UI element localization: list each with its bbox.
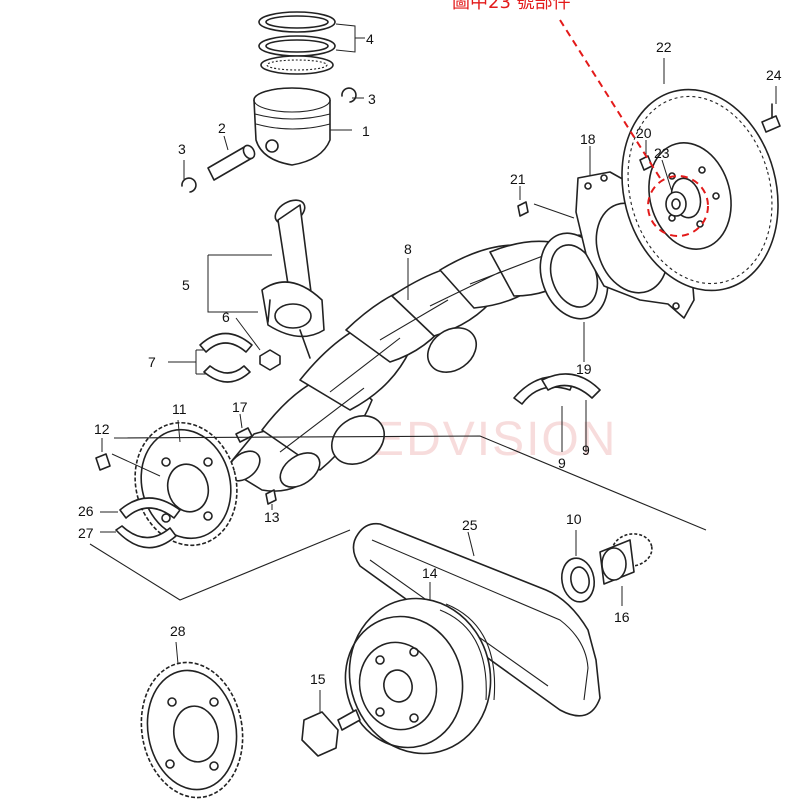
piston-rings <box>258 11 365 75</box>
thrust-washers <box>513 373 601 452</box>
callout-20: 20 <box>636 125 652 141</box>
group-outline <box>89 435 707 601</box>
pilot-bearing <box>661 159 687 217</box>
callout-15: 15 <box>310 671 326 687</box>
highlight-leader <box>559 19 661 179</box>
main-bearings <box>100 497 181 549</box>
callout-27: 27 <box>78 525 94 541</box>
flywheel-bolt <box>761 86 781 133</box>
callout-9b: 9 <box>582 442 590 458</box>
callout-28: 28 <box>170 623 186 639</box>
pulley-bolt <box>301 690 361 757</box>
bolt-12 <box>95 438 161 477</box>
piston-pin <box>207 135 256 181</box>
connecting-rod <box>207 199 325 359</box>
callout-2: 2 <box>218 120 226 136</box>
woodruff-key <box>235 413 253 443</box>
callout-11: 11 <box>172 401 187 417</box>
callout-3b: 3 <box>178 141 186 157</box>
flywheel <box>621 58 779 292</box>
callout-18: 18 <box>580 131 596 147</box>
callout-17: 17 <box>232 399 248 415</box>
callout-10: 10 <box>566 511 582 527</box>
callout-7: 7 <box>148 354 156 370</box>
callout-16: 16 <box>614 609 630 625</box>
callout-21: 21 <box>510 171 526 187</box>
timing-sprocket <box>134 419 238 547</box>
circlip-lower <box>181 160 197 193</box>
callout-13: 13 <box>264 509 280 525</box>
sprocket-28 <box>140 641 244 799</box>
callout-19: 19 <box>576 361 592 377</box>
callout-23: 23 <box>654 145 670 161</box>
crank-pulley <box>344 582 496 755</box>
highlight-circle <box>647 175 709 237</box>
callout-8: 8 <box>404 241 412 257</box>
crankshaft <box>225 234 604 492</box>
callout-labels: 4 3 1 2 3 5 6 7 8 9 9 10 11 12 13 14 15 … <box>78 31 782 687</box>
callout-1: 1 <box>362 123 370 139</box>
dowel-pin <box>265 489 277 510</box>
conrod-bearings <box>168 332 253 383</box>
callout-6: 6 <box>222 309 230 325</box>
crank-gear <box>599 533 653 606</box>
callout-22: 22 <box>656 39 672 55</box>
callout-24: 24 <box>766 67 782 83</box>
header-note: 圖中23 號部件 <box>452 0 571 13</box>
callout-26: 26 <box>78 503 94 519</box>
callout-12: 12 <box>94 421 110 437</box>
callout-9a: 9 <box>558 455 566 471</box>
piston <box>253 87 352 166</box>
rod-nut <box>235 317 281 371</box>
callout-4: 4 <box>366 31 374 47</box>
circlip-upper <box>341 87 364 103</box>
bolt-21 <box>517 186 575 219</box>
callout-14: 14 <box>422 565 438 581</box>
callout-25: 25 <box>462 517 478 533</box>
callout-3a: 3 <box>368 91 376 107</box>
front-oil-seal <box>560 530 596 603</box>
callout-5: 5 <box>182 277 190 293</box>
